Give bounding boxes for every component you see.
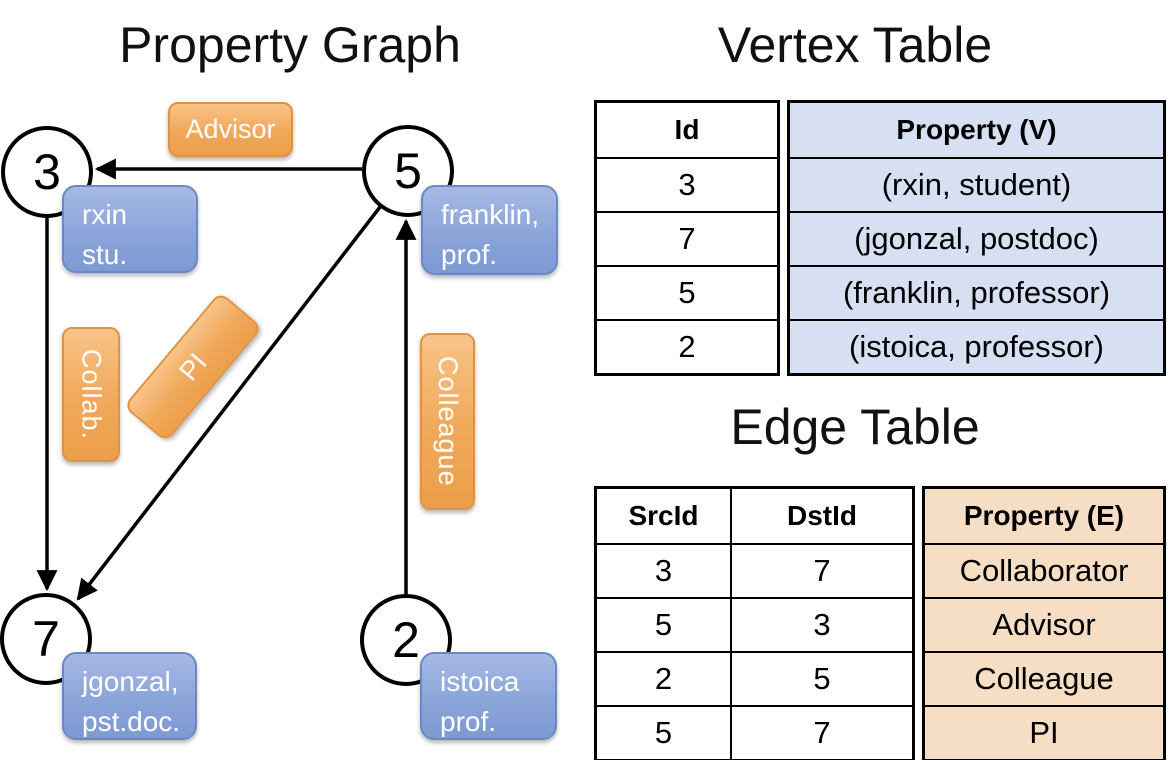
edge-label-advisor-chip: Advisor — [168, 102, 293, 157]
vertex-property-chip-5: franklin, prof. — [421, 185, 558, 275]
table-cell: 7 — [730, 545, 912, 597]
property-line: istoica — [440, 666, 520, 697]
vertex-table-id-column: Id 3 7 5 2 — [594, 100, 780, 376]
edge-label: PI — [172, 347, 213, 387]
table-cell: (istoica, professor) — [790, 319, 1163, 373]
vertex-id: 3 — [33, 144, 61, 200]
vertex-property-chip-2: istoica prof. — [420, 652, 557, 740]
column-header: SrcId — [628, 500, 699, 531]
vertex-table-property-column: Property (V) (rxin, student) (jgonzal, p… — [787, 100, 1166, 376]
table-cell: 2 — [654, 661, 673, 696]
table-cell: 5 — [654, 715, 673, 750]
vertex-property-chip-7: jgonzal, pst.doc. — [62, 652, 197, 740]
table-cell: 7 — [730, 707, 912, 759]
edge-table: SrcId DstId 3 7 5 3 2 5 5 7 Property (E)… — [594, 486, 1166, 760]
table-cell: 5 — [597, 265, 777, 319]
table-row: 2 5 — [597, 651, 912, 705]
table-cell: 5 — [730, 653, 912, 705]
vertex-id: 7 — [32, 611, 60, 667]
table-cell: Colleague — [925, 651, 1163, 705]
property-line: pst.doc. — [82, 706, 181, 738]
vertex-table-title: Vertex Table — [717, 17, 993, 73]
property-line: franklin, — [441, 199, 540, 230]
table-row: 5 3 — [597, 597, 912, 651]
column-header: Id — [674, 114, 700, 145]
edge-table-id-columns: SrcId DstId 3 7 5 3 2 5 5 7 — [594, 486, 915, 760]
table-cell: (rxin, student) — [790, 157, 1163, 211]
table-cell: PI — [925, 705, 1163, 759]
edge-label-collab-chip: Collab. — [62, 327, 120, 462]
table-cell: 3 — [730, 599, 912, 651]
vertex-id: 2 — [392, 612, 420, 668]
edge-label: Collab. — [76, 348, 107, 441]
vertex-circle-5: 5 — [362, 125, 454, 217]
column-header: DstId — [730, 489, 912, 543]
edge-label: Advisor — [185, 114, 276, 144]
edge-5-to-7 — [76, 205, 382, 601]
vertex-id: 5 — [394, 143, 422, 199]
property-line: rxin — [82, 199, 128, 230]
edge-table-title: Edge Table — [730, 399, 980, 455]
table-row: 5 7 — [597, 705, 912, 759]
property-line: prof. — [441, 239, 498, 271]
table-cell: 3 — [654, 553, 673, 588]
graph-edges — [36, 158, 417, 601]
table-cell: (jgonzal, postdoc) — [790, 211, 1163, 265]
edge-label-colleague-chip: Colleague — [420, 333, 475, 510]
table-cell: 7 — [597, 211, 777, 265]
column-header: Property (E) — [925, 489, 1163, 543]
table-cell: 2 — [597, 319, 777, 373]
table-cell: Collaborator — [925, 543, 1163, 597]
edge-label: Colleague — [433, 356, 463, 487]
table-cell: 5 — [654, 607, 673, 642]
column-header: Property (V) — [790, 103, 1163, 157]
vertex-circle-2: 2 — [360, 594, 452, 686]
property-line: prof. — [440, 706, 497, 738]
table-row: SrcId DstId — [597, 489, 912, 543]
table-cell: (franklin, professor) — [790, 265, 1163, 319]
table-cell: 3 — [597, 157, 777, 211]
property-line: jgonzal, — [82, 666, 179, 697]
table-cell: Advisor — [925, 597, 1163, 651]
vertex-property-chip-3: rxin stu. — [62, 185, 198, 273]
vertex-table: Id 3 7 5 2 Property (V) (rxin, student) … — [594, 100, 1166, 376]
graph-title: Property Graph — [119, 17, 461, 73]
table-row: 3 7 — [597, 543, 912, 597]
edge-table-property-column: Property (E) Collaborator Advisor Collea… — [922, 486, 1166, 760]
property-line: stu. — [82, 239, 128, 271]
